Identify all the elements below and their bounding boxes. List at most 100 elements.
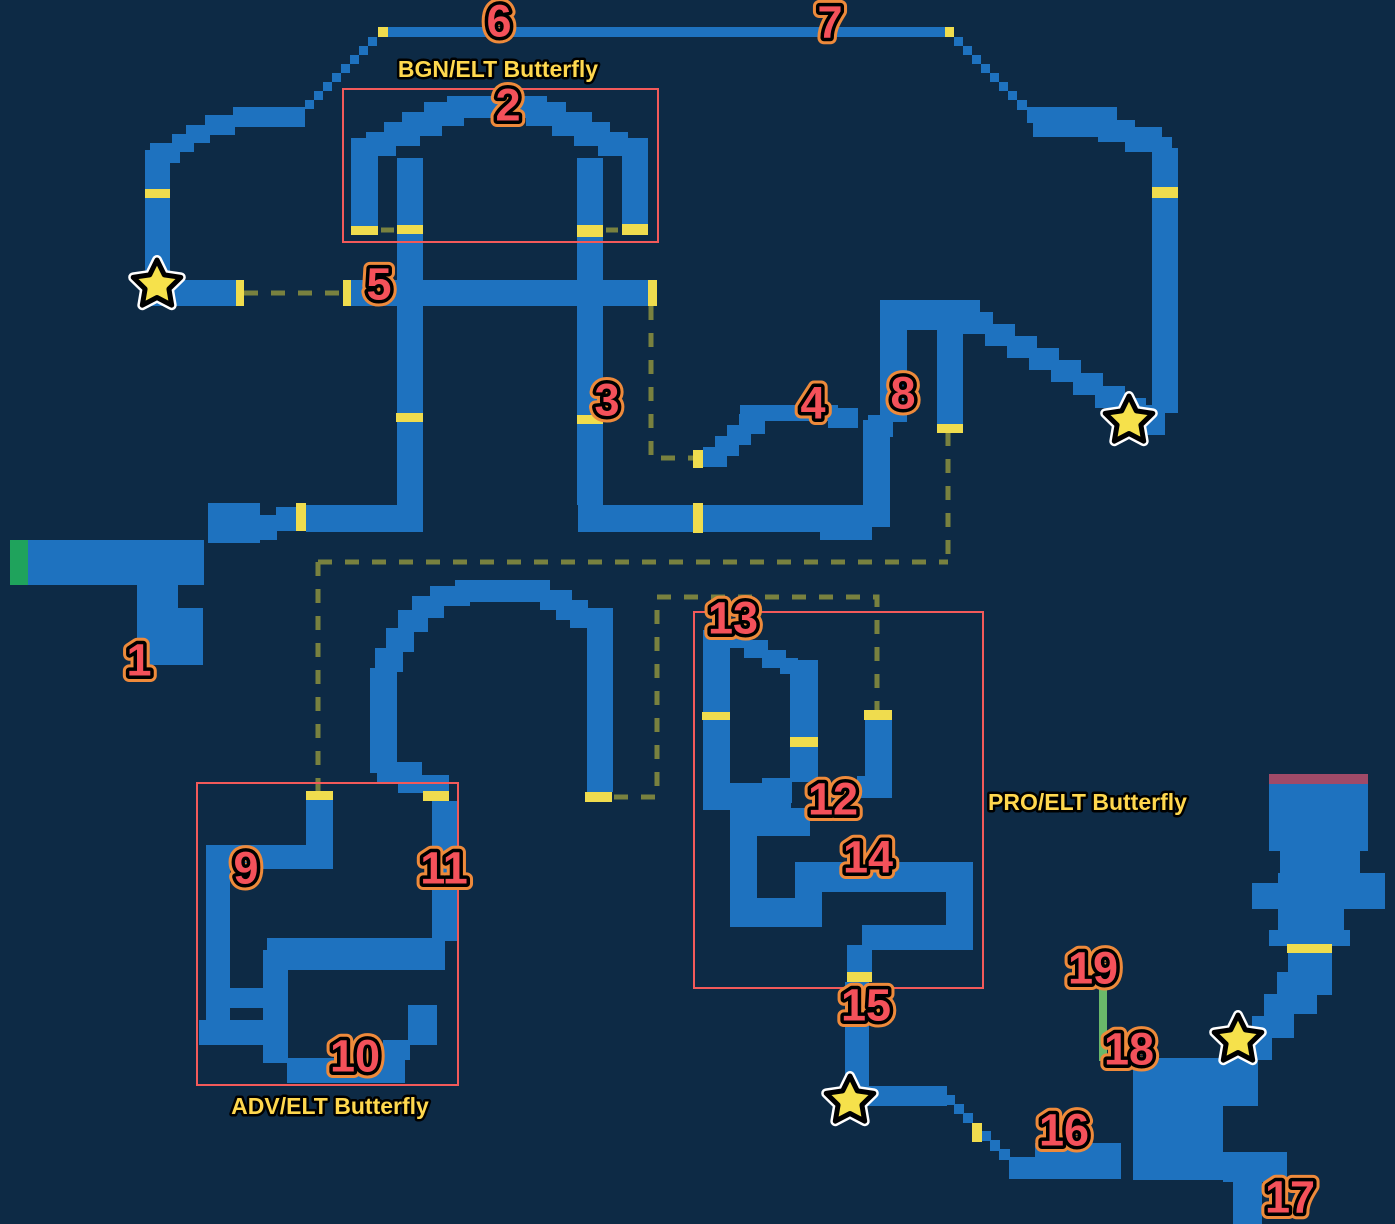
corridor-segment bbox=[730, 808, 810, 836]
corridor-segment bbox=[397, 158, 423, 225]
star-marker bbox=[823, 1073, 877, 1124]
corridor-segment bbox=[368, 37, 377, 46]
corridor-segment bbox=[703, 720, 730, 790]
door-marker bbox=[972, 1123, 982, 1142]
corridor-segment bbox=[990, 1140, 1000, 1151]
door-layer bbox=[145, 27, 1332, 1142]
waypoint-number-12: 12 bbox=[808, 774, 858, 825]
corridor-segment bbox=[397, 234, 423, 280]
waypoint-17-halo: 17 bbox=[1265, 1172, 1315, 1223]
waypoint-15-halo: 15 bbox=[841, 980, 891, 1031]
waypoint-10-halo: 10 bbox=[330, 1031, 380, 1082]
corridor-layer bbox=[28, 27, 1385, 1224]
corridor-segment bbox=[370, 668, 397, 773]
corridor-segment bbox=[1133, 1058, 1223, 1180]
door-marker bbox=[145, 189, 170, 198]
corridor-segment bbox=[954, 37, 963, 46]
door-marker bbox=[1152, 187, 1178, 198]
region-box-layer bbox=[196, 88, 984, 1086]
corridor-segment bbox=[397, 306, 423, 413]
corridor-segment bbox=[432, 801, 458, 941]
corridor-segment bbox=[341, 64, 350, 73]
corridor-segment bbox=[577, 306, 603, 415]
corridor-segment bbox=[999, 82, 1008, 91]
door-marker bbox=[693, 503, 703, 533]
corridor-segment bbox=[455, 580, 550, 602]
star-marker bbox=[130, 257, 184, 308]
corridor-segment bbox=[790, 660, 818, 737]
corridor-segment bbox=[820, 525, 872, 540]
door-marker bbox=[351, 226, 378, 235]
corridor-segment bbox=[865, 720, 892, 780]
corridor-segment bbox=[186, 125, 210, 143]
corridor-segment bbox=[306, 800, 333, 848]
corridor-segment bbox=[981, 64, 990, 73]
corridor-segment bbox=[577, 158, 603, 225]
corridor-segment bbox=[963, 1113, 973, 1123]
waypoint-18-halo: 18 bbox=[1104, 1024, 1154, 1075]
door-marker bbox=[577, 415, 603, 424]
corridor-segment bbox=[314, 91, 323, 100]
corridor-segment bbox=[790, 747, 818, 782]
corridor-segment bbox=[1278, 873, 1385, 909]
waypoint-14-halo: 14 bbox=[843, 832, 893, 883]
corridor-segment bbox=[359, 46, 368, 55]
waypoint-number-2: 2 bbox=[495, 80, 520, 131]
corridor-segment bbox=[1278, 907, 1344, 932]
corridor-segment bbox=[305, 100, 314, 109]
corridor-segment bbox=[388, 27, 945, 37]
corridor-segment bbox=[178, 608, 203, 665]
door-marker bbox=[423, 791, 449, 801]
corridor-segment bbox=[857, 776, 892, 798]
corridor-segment bbox=[1027, 107, 1117, 123]
corridor-segment bbox=[287, 1058, 405, 1083]
door-marker bbox=[622, 224, 648, 235]
corridor-segment bbox=[1223, 1058, 1258, 1106]
waypoint-16-halo: 16 bbox=[1039, 1105, 1089, 1156]
corridor-segment bbox=[1288, 953, 1332, 995]
corridor-segment bbox=[255, 515, 277, 540]
door-marker bbox=[397, 225, 423, 234]
corridor-segment bbox=[990, 73, 999, 82]
waypoint-number-16: 16 bbox=[1039, 1105, 1089, 1156]
corridor-segment bbox=[703, 783, 791, 810]
waypoint-number-1: 1 bbox=[126, 635, 151, 686]
waypoint-number-13: 13 bbox=[708, 593, 758, 644]
corridor-segment bbox=[1008, 91, 1017, 100]
corridor-segment bbox=[351, 280, 648, 306]
waypoint-number-14: 14 bbox=[843, 832, 893, 883]
corridor-segment bbox=[208, 503, 260, 543]
corridor-segment bbox=[276, 507, 298, 531]
corridor-segment bbox=[205, 115, 235, 135]
corridor-segment bbox=[577, 237, 603, 280]
corridor-segment bbox=[233, 107, 305, 127]
door-marker bbox=[343, 280, 351, 306]
region-label: BGN/ELT Butterfly bbox=[398, 56, 598, 82]
adv-region-box bbox=[196, 782, 459, 1086]
corridor-segment bbox=[1252, 883, 1279, 909]
door-marker bbox=[378, 27, 388, 37]
star-marker-layer bbox=[128, 255, 1267, 1127]
waypoint-number-10: 10 bbox=[330, 1031, 380, 1082]
region-label: ADV/ELT Butterfly bbox=[231, 1093, 429, 1119]
door-marker bbox=[1287, 944, 1332, 953]
bgn-region-box bbox=[342, 88, 659, 243]
door-marker bbox=[945, 27, 954, 37]
corridor-segment bbox=[847, 945, 872, 975]
corridor-segment bbox=[999, 1149, 1010, 1160]
waypoint-number-4: 4 bbox=[800, 378, 825, 429]
boss-bar-marker bbox=[1269, 774, 1368, 784]
corridor-segment bbox=[206, 845, 333, 869]
hidden-route-dash bbox=[648, 306, 693, 461]
special-marker-layer bbox=[10, 540, 1368, 1061]
corridor-segment bbox=[1280, 849, 1360, 875]
door-marker bbox=[864, 710, 892, 720]
corridor-segment bbox=[137, 585, 178, 665]
corridor-segment bbox=[863, 1086, 947, 1106]
corridor-segment bbox=[587, 608, 613, 792]
door-marker bbox=[577, 225, 603, 237]
corridor-segment bbox=[1269, 930, 1350, 946]
